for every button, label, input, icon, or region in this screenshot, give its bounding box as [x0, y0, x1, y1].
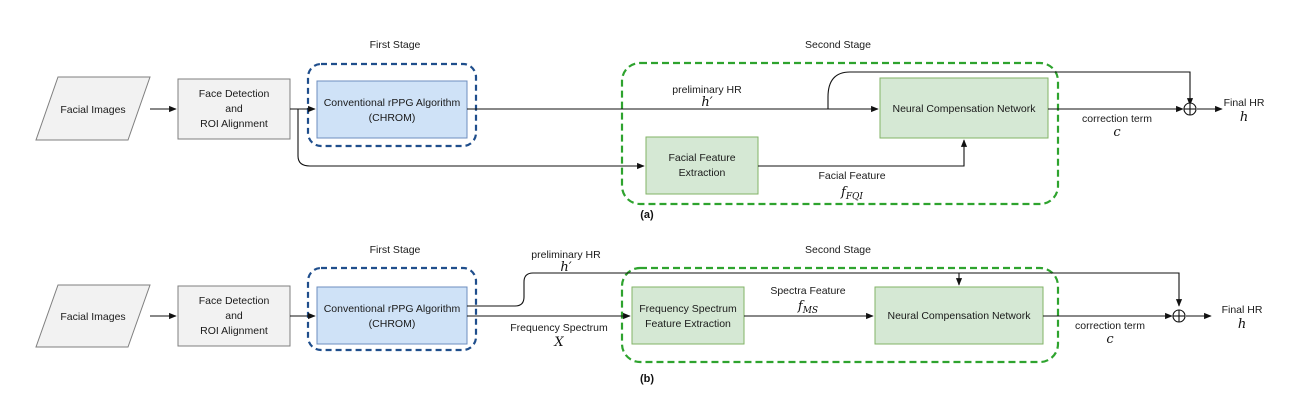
face-detection-box	[177, 285, 291, 347]
preliminary-hr-label: preliminary HR	[672, 84, 742, 96]
facial-feature-symbol: fFQI	[840, 185, 863, 202]
facial-feature-extraction-label-2: Extraction	[679, 167, 726, 179]
neural-compensation-network-box	[874, 286, 1044, 345]
edge-hprime-to-sum	[827, 71, 1194, 109]
caption-b: (b)	[640, 373, 654, 385]
rppg-algorithm-box	[316, 80, 468, 139]
frequency-spectrum-label: Frequency Spectrum	[510, 322, 608, 334]
second-stage-region	[620, 61, 1060, 206]
facial-images-label: Facial Images	[60, 311, 125, 323]
first-stage-region	[306, 266, 478, 352]
frequency-spectrum-extraction-label-2: Feature Extraction	[645, 318, 731, 330]
neural-compensation-network-label: Neural Compensation Network	[893, 103, 1037, 115]
frequency-spectrum-extraction-label: Frequency Spectrum	[639, 303, 737, 315]
rppg-algorithm-box	[316, 286, 468, 345]
face-detection-box	[177, 78, 291, 140]
rppg-chrom-label: (CHROM)	[369, 112, 416, 124]
first-stage-region	[306, 62, 478, 148]
facial-images-input	[35, 284, 151, 348]
facial-images-input	[35, 76, 151, 141]
second-stage-region	[620, 266, 1060, 364]
final-hr-symbol: h	[1240, 110, 1248, 125]
neural-compensation-network-label: Neural Compensation Network	[888, 310, 1032, 322]
second-stage-label: Second Stage	[805, 39, 871, 51]
roi-alignment-label: ROI Alignment	[200, 325, 268, 337]
frequency-spectrum-extraction-box	[631, 286, 745, 345]
correction-term-label: correction term	[1075, 320, 1145, 332]
correction-term-symbol: c	[1113, 125, 1121, 140]
final-hr-symbol: h	[1238, 317, 1246, 332]
facial-feature-extraction-box	[645, 136, 759, 195]
diagram-b: First Stage Second Stage Facial Images F…	[35, 244, 1263, 385]
preliminary-hr-label: preliminary HR	[531, 249, 601, 261]
first-stage-label: First Stage	[370, 39, 421, 51]
final-hr-label: Final HR	[1222, 304, 1263, 316]
rppg-algorithm-label: Conventional rPPG Algorithm	[324, 303, 461, 315]
preliminary-hr-symbol: h′	[701, 95, 712, 110]
second-stage-label: Second Stage	[805, 244, 871, 256]
roi-alignment-label: ROI Alignment	[200, 118, 268, 130]
face-detection-and: and	[225, 310, 243, 322]
caption-a: (a)	[640, 209, 654, 221]
spectra-feature-symbol: fMS	[797, 299, 818, 316]
edge-hprime-to-sum	[467, 272, 1183, 307]
face-detection-label: Face Detection	[199, 295, 270, 307]
correction-term-label: correction term	[1082, 113, 1152, 125]
face-detection-and: and	[225, 103, 243, 115]
sum-node	[1183, 102, 1197, 116]
edge-detection-to-feature-extraction	[297, 109, 645, 170]
spectra-feature-label: Spectra Feature	[770, 285, 845, 297]
face-detection-label: Face Detection	[199, 88, 270, 100]
preliminary-hr-symbol: h′	[560, 260, 571, 275]
first-stage-label: First Stage	[370, 244, 421, 256]
facial-feature-extraction-label: Facial Feature	[668, 152, 735, 164]
diagram-a: First Stage Second Stage Facial Images F…	[35, 39, 1265, 221]
final-hr-label: Final HR	[1224, 97, 1265, 109]
sum-node	[1172, 309, 1186, 323]
facial-feature-label: Facial Feature	[818, 170, 885, 182]
correction-term-symbol: c	[1106, 332, 1114, 347]
edge-feature-to-ncn	[758, 139, 968, 167]
rppg-algorithm-label: Conventional rPPG Algorithm	[324, 97, 461, 109]
frequency-spectrum-symbol: X	[553, 335, 564, 350]
facial-images-label: Facial Images	[60, 104, 125, 116]
neural-compensation-network-box	[879, 77, 1049, 139]
rppg-chrom-label: (CHROM)	[369, 318, 416, 330]
